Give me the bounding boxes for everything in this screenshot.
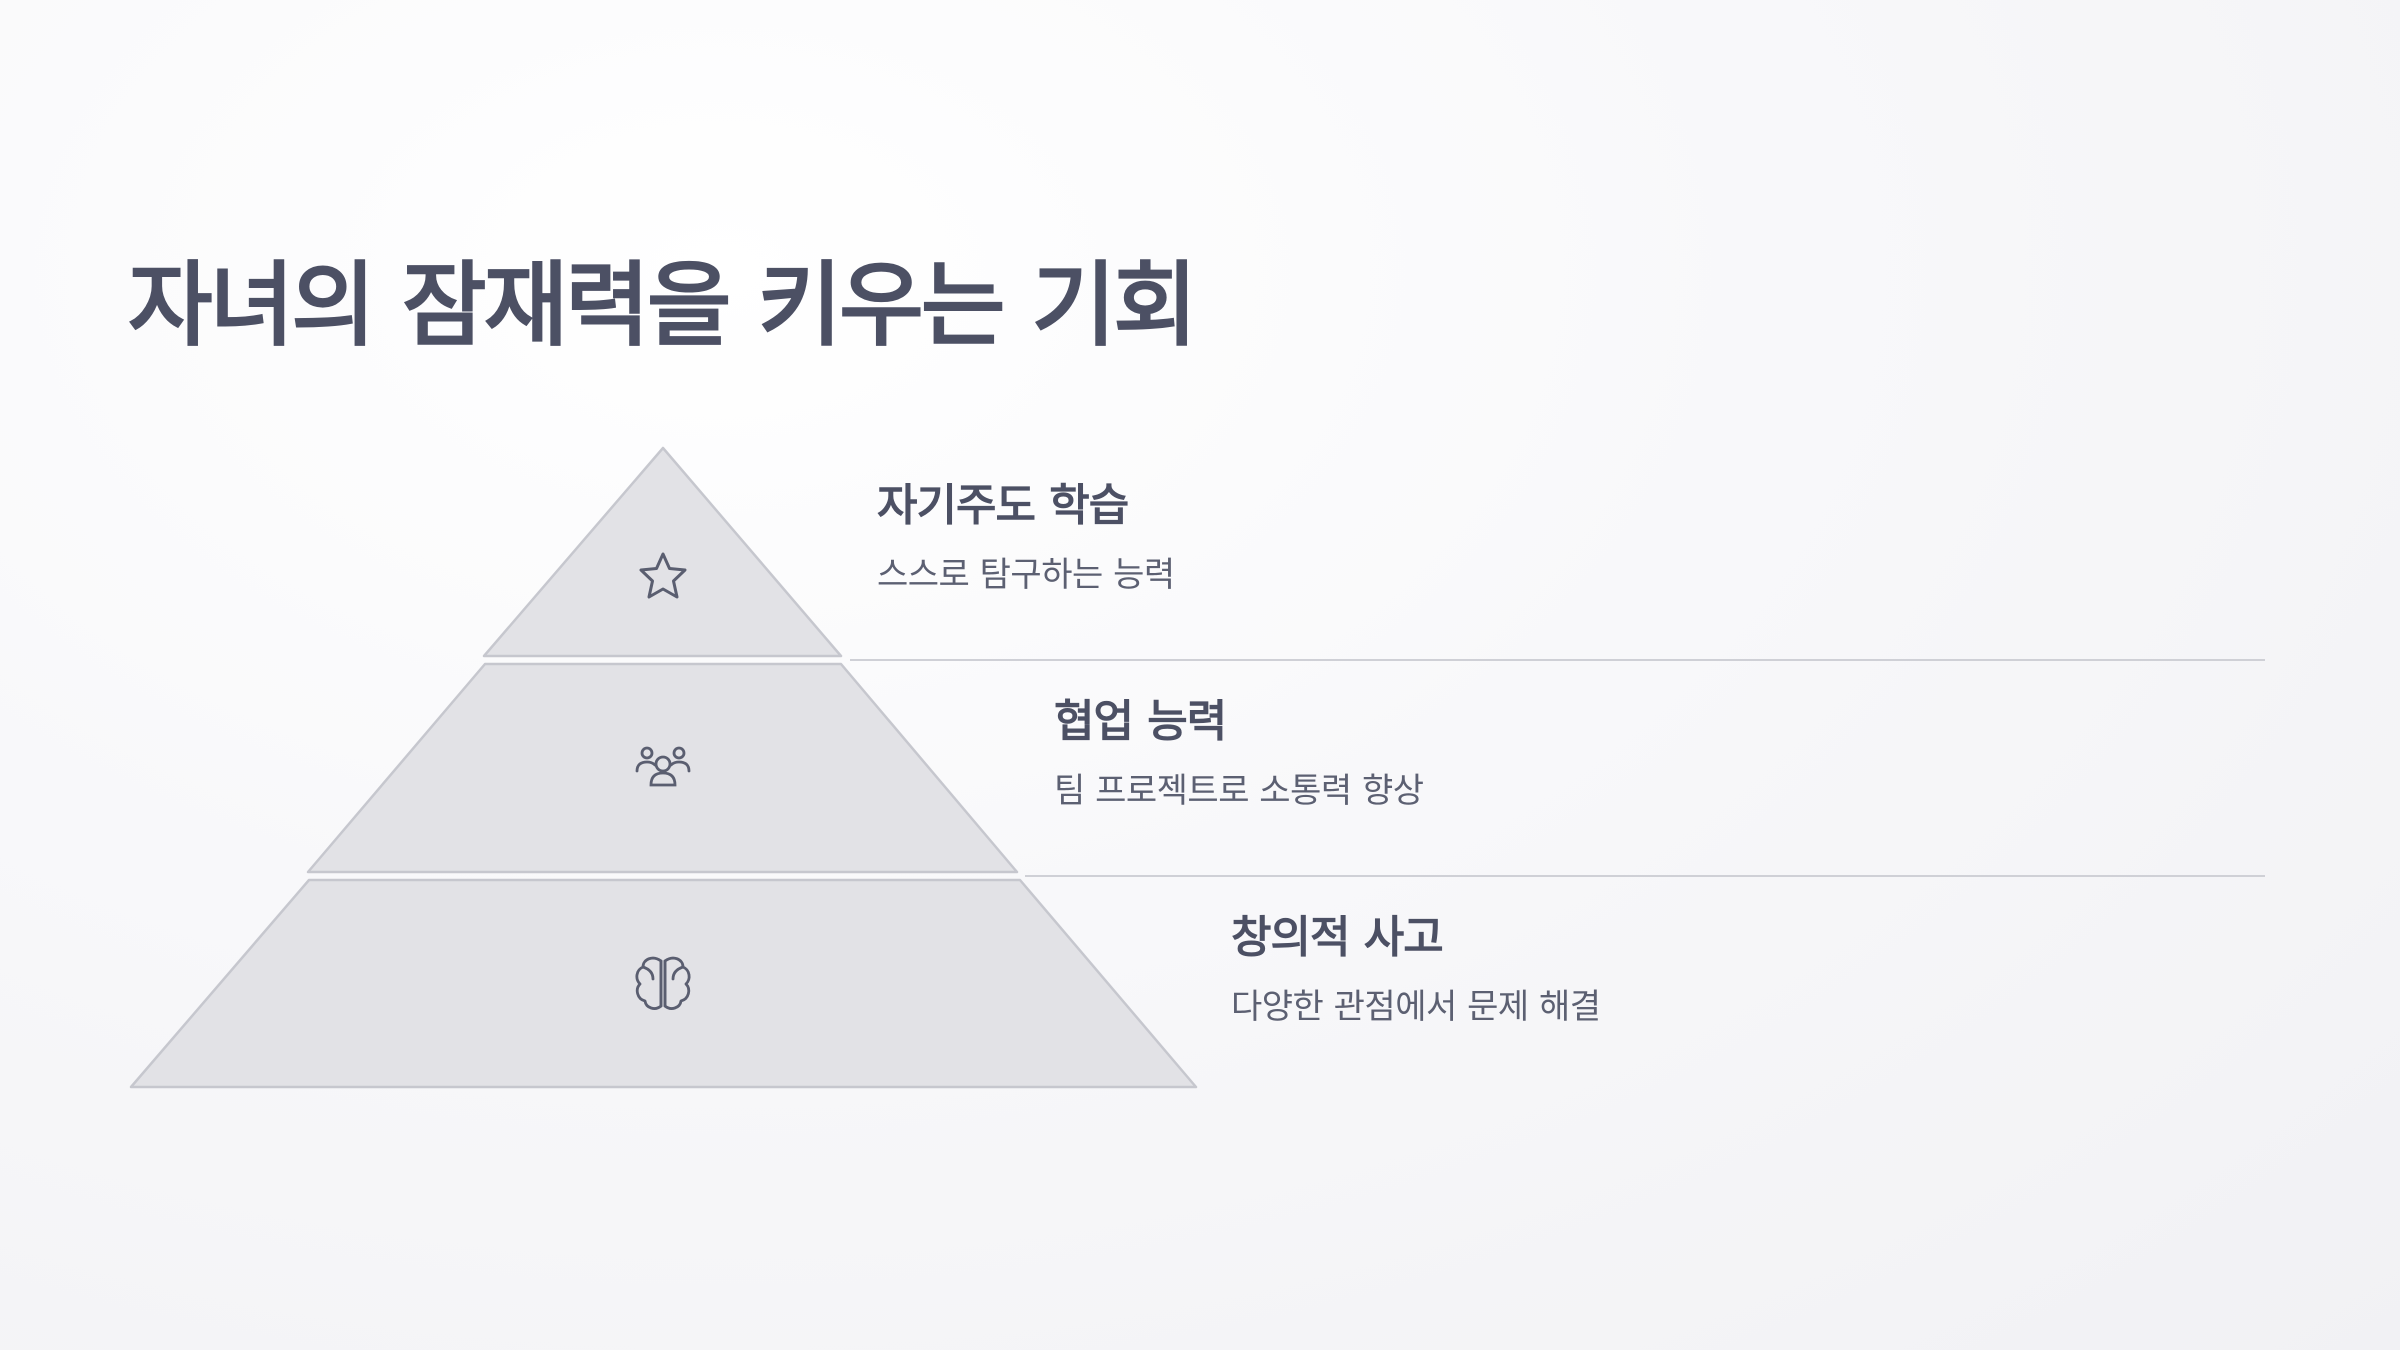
level-description: 스스로 탐구하는 능력	[877, 554, 1175, 595]
level-text-middle: 협업 능력 팀 프로젝트로 소통력 향상	[1054, 696, 1424, 812]
star-icon	[639, 552, 687, 599]
level-title: 창의적 사고	[1231, 912, 1444, 963]
brain-icon	[635, 956, 691, 1010]
level-description: 팀 프로젝트로 소통력 향상	[1054, 770, 1424, 811]
page-title: 자녀의 잠재력을 키우는 기회	[128, 252, 1198, 359]
users-icon	[635, 746, 691, 787]
level-title: 자기주도 학습	[877, 480, 1129, 531]
level-text-top: 자기주도 학습 스스로 탐구하는 능력	[877, 480, 1175, 596]
pyramid-level-middle	[306, 662, 1019, 874]
pyramid-level-top	[482, 446, 843, 658]
pyramid-level-bottom	[129, 878, 1198, 1089]
level-text-bottom: 창의적 사고 다양한 관점에서 문제 해결	[1231, 912, 1601, 1028]
level-description: 다양한 관점에서 문제 해결	[1231, 986, 1601, 1027]
level-title: 협업 능력	[1054, 696, 1227, 747]
